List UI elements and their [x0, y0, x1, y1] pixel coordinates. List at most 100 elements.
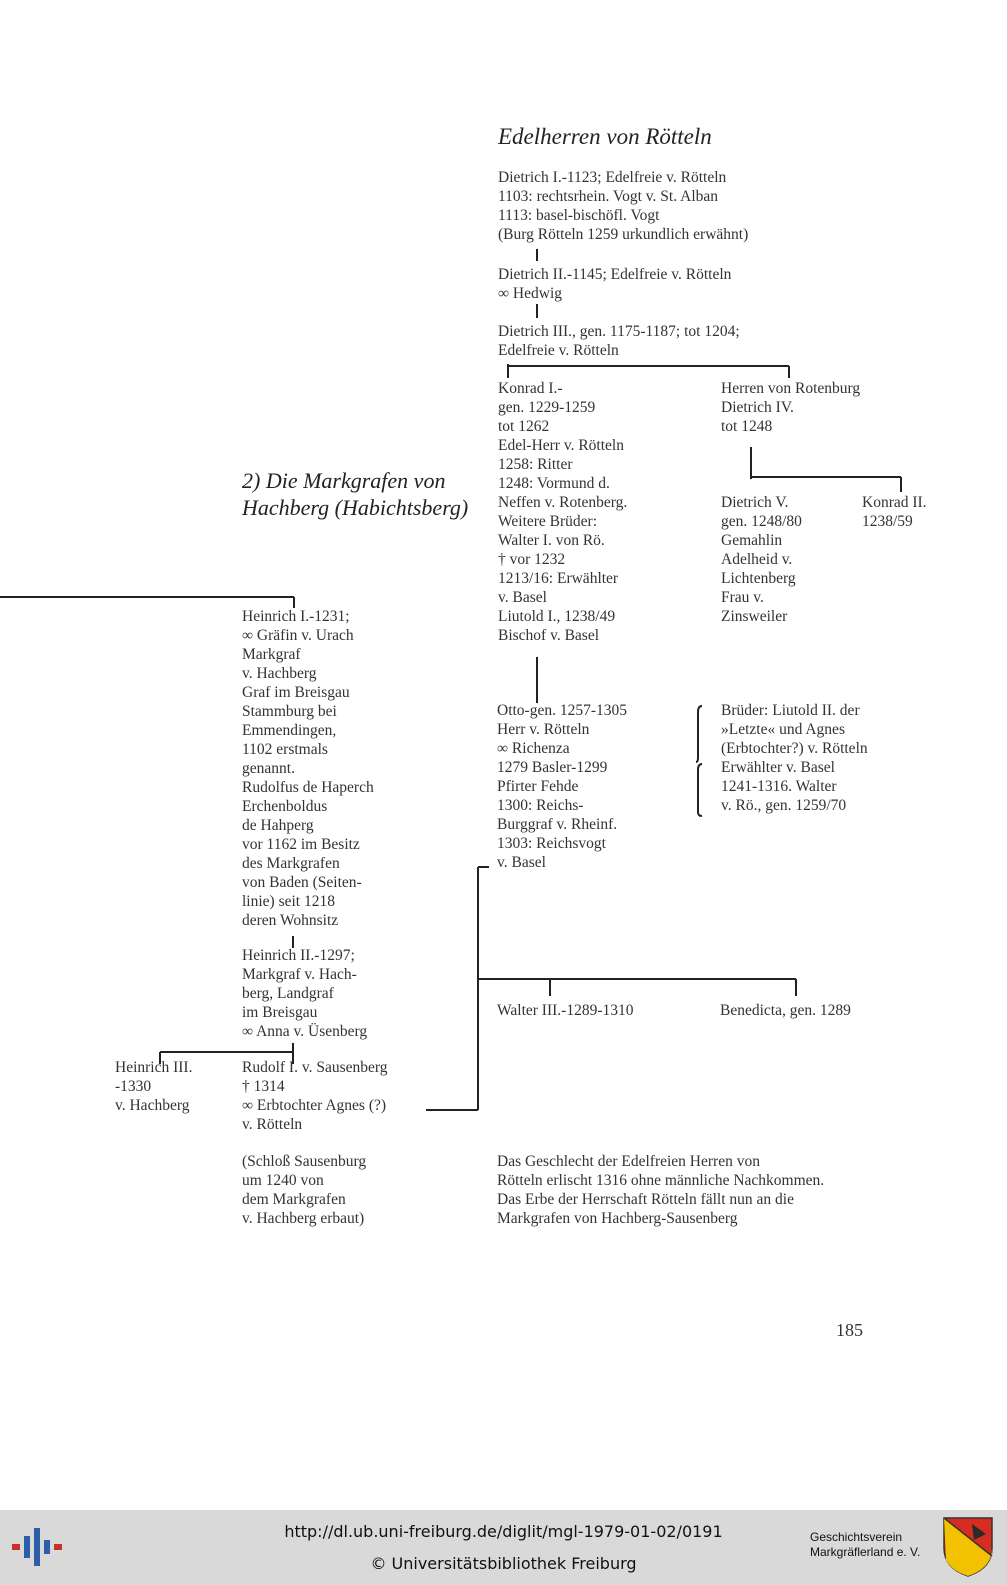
text-line: Herr v. Rötteln: [497, 721, 590, 738]
text-line: 1300: Reichs-: [497, 797, 584, 814]
title-line: Hachberg (Habichtsberg): [242, 495, 469, 520]
text-line: † vor 1232: [498, 551, 566, 568]
entry-herren-rotenburg: Herren von Rotenburg Dietrich IV. tot 12…: [721, 379, 860, 436]
text-line: Gemahlin: [721, 532, 783, 549]
entry-brueder: Brüder: Liutold II. der »Letzte« und Agn…: [721, 701, 868, 815]
text-line: 1113: basel-bischöfl. Vogt: [498, 207, 660, 224]
text-line: Markgrafen von Hachberg-Sausenberg: [497, 1210, 738, 1227]
family-tree-lines: [0, 249, 902, 1111]
text-line: im Breisgau: [242, 1004, 318, 1021]
footer-copyright: © Universitätsbibliothek Freiburg: [370, 1554, 637, 1573]
text-line: Erwählter v. Basel: [721, 759, 835, 776]
text-line: Dietrich V.: [721, 494, 789, 511]
footer-url-link[interactable]: http://dl.ub.uni-freiburg.de/diglit/mgl-…: [284, 1522, 723, 1541]
text-line: Das Geschlecht der Edelfreien Herren von: [497, 1153, 760, 1170]
entry-dietrich-3: Dietrich III., gen. 1175-1187; tot 1204;…: [498, 322, 740, 360]
entry-dietrich-2: Dietrich II.-1145; Edelfreie v. Rötteln …: [498, 265, 731, 303]
title-markgrafen-hachberg: 2) Die Markgrafen von Hachberg (Habichts…: [242, 467, 468, 521]
text-line: Konrad II.: [862, 494, 927, 511]
entry-walter-3: Walter III.-1289-1310: [497, 1001, 633, 1020]
text-line: Rudolfus de Haperch: [242, 779, 374, 796]
text-line: v. Rötteln: [242, 1116, 303, 1133]
text-line: ∞ Gräfin v. Urach: [242, 627, 354, 644]
text-line: ∞ Erbtochter Agnes (?): [242, 1097, 387, 1114]
entry-heinrich-2: Heinrich II.-1297; Markgraf v. Hach- ber…: [242, 946, 367, 1041]
note-sausenburg: (Schloß Sausenburg um 1240 von dem Markg…: [242, 1152, 366, 1228]
text-line: Dietrich I.-1123; Edelfreie v. Rötteln: [498, 169, 727, 186]
text-line: Herren von Rotenburg: [721, 380, 861, 397]
title-edelherren-roetteln: Edelherren von Rötteln: [498, 124, 712, 149]
note-erbe: Das Geschlecht der Edelfreien Herren von…: [497, 1152, 824, 1228]
entry-heinrich-3: Heinrich III. -1330 v. Hachberg: [115, 1058, 192, 1115]
text-line: Edel-Herr v. Rötteln: [498, 437, 624, 454]
text-line: Graf im Breisgau: [242, 684, 350, 701]
entry-konrad-1: Konrad I.- gen. 1229-1259 tot 1262 Edel-…: [498, 379, 627, 645]
text-line: 1241-1316. Walter: [721, 778, 837, 795]
text-line: 1248: Vormund d.: [498, 475, 610, 492]
text-line: Liutold I., 1238/49: [498, 608, 616, 625]
text-line: Rötteln erlischt 1316 ohne männliche Nac…: [497, 1172, 825, 1189]
text-line: Frau v.: [721, 589, 764, 606]
text-line: Dietrich II.-1145; Edelfreie v. Rötteln: [498, 266, 732, 283]
text-line: -1330: [115, 1078, 152, 1095]
text-line: 1238/59: [862, 513, 913, 530]
society-name: Geschichtsverein Markgräflerland e. V.: [810, 1530, 930, 1560]
text-line: Dietrich IV.: [721, 399, 794, 416]
text-line: v. Rö., gen. 1259/70: [721, 797, 847, 814]
text-line: »Letzte« und Agnes: [721, 721, 845, 738]
text-line: gen. 1229-1259: [498, 399, 596, 416]
text-line: des Markgrafen: [242, 855, 340, 872]
entry-benedicta: Benedicta, gen. 1289: [720, 1001, 851, 1020]
text-line: Heinrich III.: [115, 1059, 193, 1076]
entry-otto: Otto-gen. 1257-1305 Herr v. Rötteln ∞ Ri…: [497, 701, 627, 872]
page-number: 185: [836, 1320, 863, 1340]
text-line: Markgräflerland e. V.: [810, 1545, 921, 1559]
text-line: Heinrich I.-1231;: [242, 608, 350, 625]
text-line: tot 1262: [498, 418, 550, 435]
text-line: von Baden (Seiten-: [242, 874, 362, 891]
text-line: Adelheid v.: [721, 551, 793, 568]
text-line: Otto-gen. 1257-1305: [497, 702, 628, 719]
text-line: Erchenboldus: [242, 798, 328, 815]
text-line: (Burg Rötteln 1259 urkundlich erwähnt): [498, 226, 749, 243]
text-line: 1102 erstmals: [242, 741, 328, 758]
text-line: Pfirter Fehde: [497, 778, 579, 795]
text-line: Weitere Brüder:: [498, 513, 598, 530]
text-line: Brüder: Liutold II. der: [721, 702, 860, 719]
text-line: Emmendingen,: [242, 722, 337, 739]
text-line: (Schloß Sausenburg: [242, 1153, 367, 1170]
text-line: Benedicta, gen. 1289: [720, 1002, 851, 1019]
coat-of-arms-icon: [943, 1517, 993, 1577]
text-line: Markgraf: [242, 646, 301, 663]
text-line: 1303: Reichsvogt: [497, 835, 606, 852]
text-line: Konrad I.-: [498, 380, 563, 397]
footer-bar: http://dl.ub.uni-freiburg.de/diglit/mgl-…: [0, 1510, 1007, 1585]
text-line: Walter I. von Rö.: [498, 532, 605, 549]
text-line: Stammburg bei: [242, 703, 337, 720]
entry-dietrich-1: Dietrich I.-1123; Edelfreie v. Rötteln 1…: [498, 168, 748, 244]
entry-konrad-2: Konrad II. 1238/59: [862, 493, 927, 531]
text-line: dem Markgrafen: [242, 1191, 346, 1208]
text-line: ∞ Hedwig: [498, 285, 562, 302]
title-line: 2) Die Markgrafen von: [242, 468, 446, 493]
text-line: de Hahperg: [242, 817, 314, 834]
text-line: genannt.: [242, 760, 295, 777]
text-line: v. Basel: [497, 854, 546, 871]
text-line: ∞ Anna v. Üsenberg: [242, 1023, 368, 1040]
text-line: Dietrich III., gen. 1175-1187; tot 1204;: [498, 323, 740, 340]
text-line: v. Basel: [498, 589, 547, 606]
text-line: Geschichtsverein: [810, 1530, 903, 1544]
text-line: v. Hachberg: [242, 665, 317, 682]
text-line: um 1240 von: [242, 1172, 324, 1189]
text-line: linie) seit 1218: [242, 893, 335, 910]
text-line: 1103: rechtsrhein. Vogt v. St. Alban: [498, 188, 719, 205]
text-line: Walter III.-1289-1310: [497, 1002, 634, 1019]
text-line: v. Hachberg erbaut): [242, 1210, 365, 1227]
library-logo-icon: [12, 1528, 62, 1566]
text-line: 1213/16: Erwählter: [498, 570, 619, 587]
text-line: Markgraf v. Hach-: [242, 966, 357, 983]
entry-heinrich-1: Heinrich I.-1231; ∞ Gräfin v. Urach Mark…: [242, 607, 374, 930]
text-line: (Erbtochter?) v. Rötteln: [721, 740, 868, 757]
text-line: ∞ Richenza: [497, 740, 570, 757]
text-line: Bischof v. Basel: [498, 627, 600, 644]
